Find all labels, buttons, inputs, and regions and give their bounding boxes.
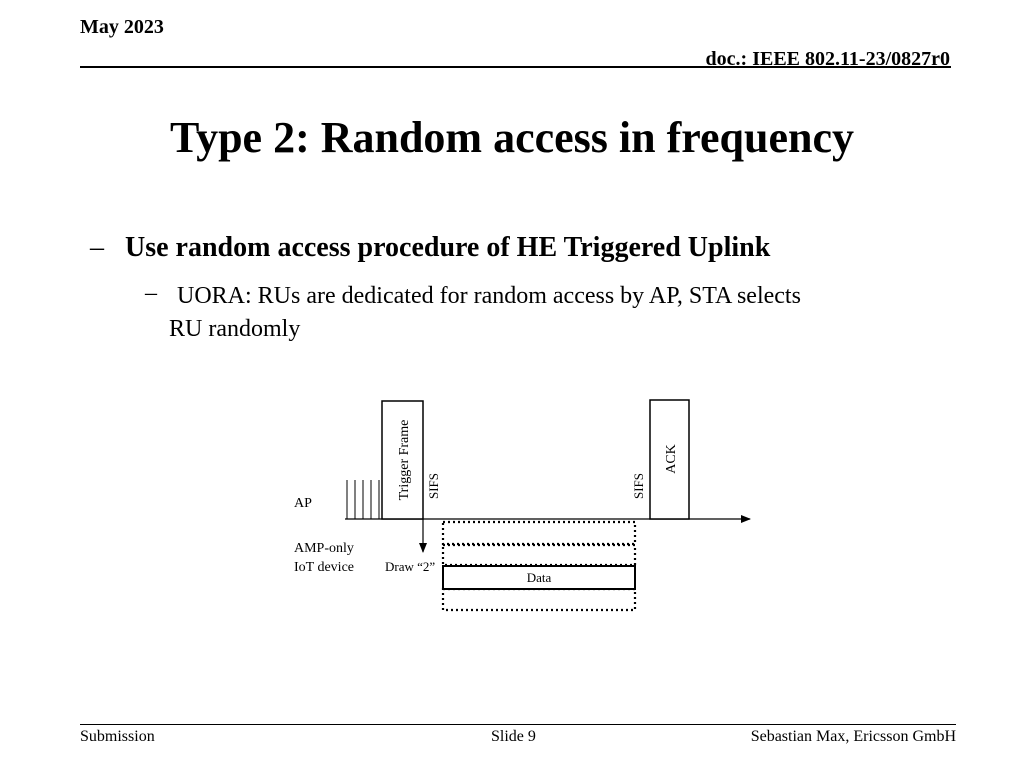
sifs-right-label: SIFS	[631, 473, 646, 499]
footer-submission: Submission	[80, 728, 155, 745]
footer-slide-number: Slide 9	[491, 728, 536, 745]
device-label-line2: IoT device	[294, 560, 354, 575]
header-doc-id: doc.: IEEE 802.11-23/0827r0	[705, 48, 950, 70]
footer-divider	[80, 724, 956, 725]
bullet-level2-line1: UORA: RUs are dedicated for random acces…	[177, 283, 801, 309]
bullet-dash-level2: –	[145, 280, 157, 306]
ack-label: ACK	[664, 444, 679, 474]
draw-label: Draw “2”	[385, 559, 435, 574]
bullet-level2-line2: RU randomly	[169, 316, 301, 342]
header-divider	[80, 66, 951, 68]
bullet-dash-level1: –	[90, 232, 104, 263]
trigger-frame-box	[381, 400, 424, 520]
data-ru-box	[442, 565, 636, 590]
footer-author: Sebastian Max, Ericsson GmbH	[750, 728, 956, 745]
ack-box	[649, 399, 690, 520]
slide-title: Type 2: Random access in frequency	[169, 113, 855, 162]
header-date: May 2023	[80, 16, 164, 38]
backoff-slots	[346, 480, 380, 519]
device-label-line1: AMP-only	[294, 541, 354, 556]
bullet-level1: Use random access procedure of HE Trigge…	[125, 232, 771, 263]
sifs-left-label: SIFS	[426, 473, 441, 499]
trigger-frame-label: Trigger Frame	[397, 420, 412, 501]
ap-label: AP	[294, 496, 312, 511]
bullet-level2: UORA: RUs are dedicated for random acces…	[169, 280, 957, 342]
data-label: Data	[527, 570, 552, 585]
